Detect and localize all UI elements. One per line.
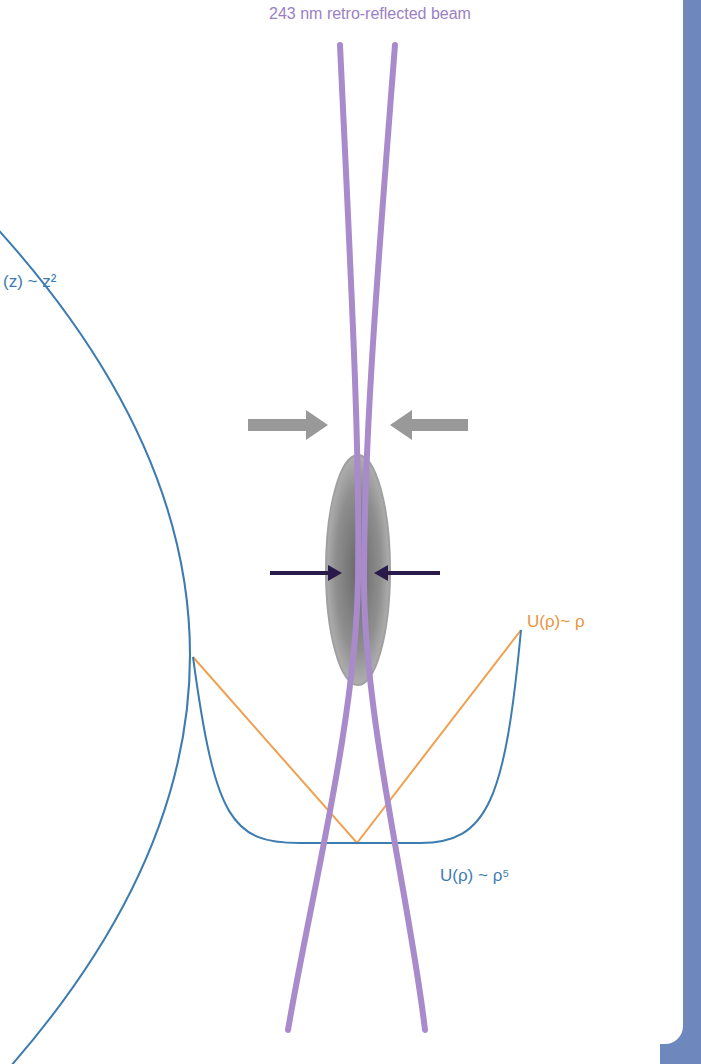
axial-potential xyxy=(0,210,190,1064)
beam-label: 243 nm retro-reflected beam xyxy=(269,4,471,23)
laser-beam xyxy=(364,45,425,1030)
panel-ground xyxy=(0,0,683,1044)
laser-beam xyxy=(288,45,358,1030)
potential-label: U(ρ)~ ρ xyxy=(527,612,585,632)
force-arrows xyxy=(270,565,440,581)
potential-label: U(ρ) ~ ρ⁵ xyxy=(440,866,509,886)
compression-arrows xyxy=(248,410,468,440)
potential-label: (z) ~ z² xyxy=(3,272,56,292)
